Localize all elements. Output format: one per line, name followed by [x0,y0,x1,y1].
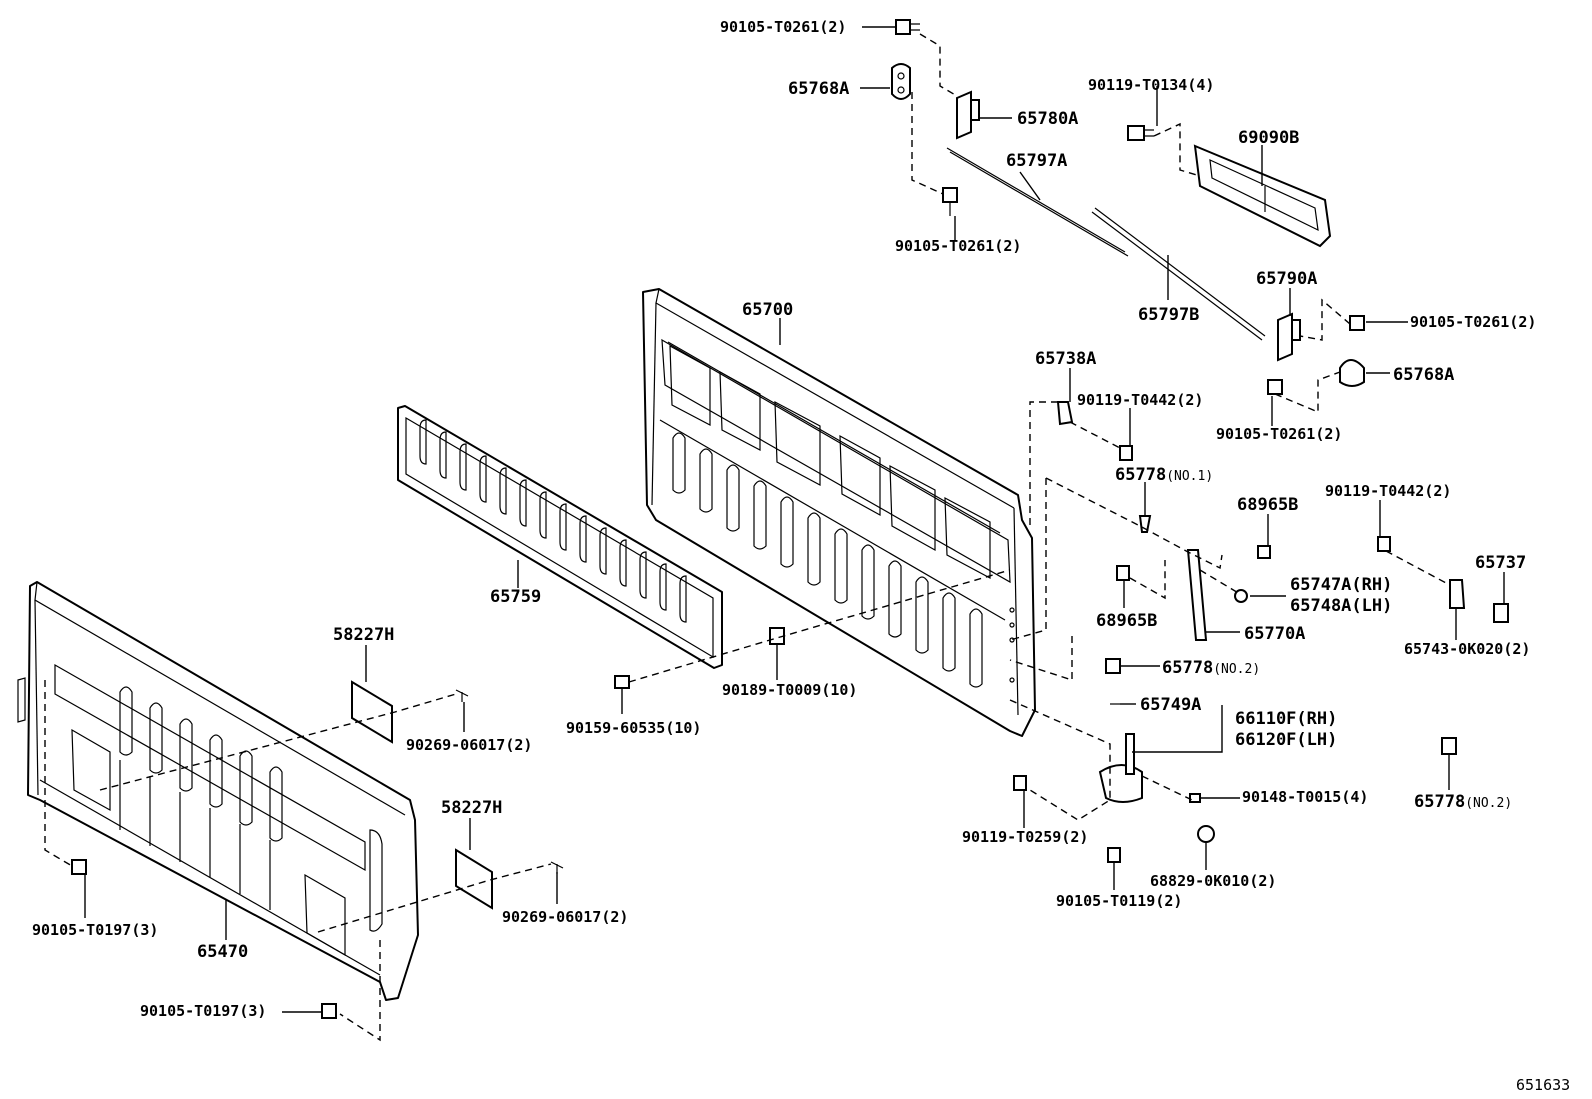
label-90119-T0134: 90119-T0134(4) [1088,76,1214,94]
label-65768A-lower: 65768A [1393,365,1454,385]
tailgate-lower-panel-65470 [17,581,419,1001]
bolt-top-90105-T0261 [895,19,920,35]
plate-58227H-upper [351,680,393,744]
screw-90159-60535 [614,675,630,689]
handle-69090B [1193,144,1332,248]
label-65778-no2-a: 65778(NO.2) [1162,658,1260,678]
label-65747A: 65747A(RH) [1290,575,1392,595]
label-68965B-a: 68965B [1237,495,1298,515]
diagram-id: 651633 [1516,1076,1570,1094]
label-90189-T0009: 90189-T0009(10) [722,681,857,699]
bolt-90119-T0442-a [1119,445,1133,461]
bracket-65737 [1493,603,1509,623]
clip-90269-06017-a [455,689,469,702]
striker-plate-65768A-lower [1339,359,1365,387]
label-90119-T0442-b: 90119-T0442(2) [1325,482,1451,500]
part-labels: 90105-T0261(2) 65768A 65780A 90119-T0134… [32,18,1570,1094]
label-58227H-lower: 58227H [441,798,502,818]
label-65778-no2-b: 65778(NO.2) [1414,792,1512,812]
label-90269-06017-a: 90269-06017(2) [406,736,532,754]
label-65790A: 65790A [1256,269,1317,289]
label-90105-T0261-mid: 90105-T0261(2) [895,237,1021,255]
plate-58227H-lower [455,848,493,910]
stopper-65778-no2-b [1441,737,1457,755]
label-90105-T0197-a: 90105-T0197(3) [32,921,158,939]
rod-65797B [1091,207,1266,341]
label-65738A: 65738A [1035,349,1096,369]
washer-65747A [1234,589,1248,603]
bolt-90105-T0261-mid [942,187,958,216]
label-65748A: 65748A(LH) [1290,596,1392,616]
label-65797B: 65797B [1138,305,1199,325]
label-65700: 65700 [742,300,793,320]
label-65749A: 65749A [1140,695,1201,715]
stopper-65778-no1 [1138,515,1152,533]
bolt-90105-T0261-lower [1267,379,1283,395]
clip-65743-0K020 [1449,579,1466,609]
label-68829-0K010: 68829-0K010(2) [1150,872,1276,890]
tailgate-inner-panel-65759 [397,405,723,669]
label-90159-60535: 90159-60535(10) [566,719,701,737]
assembly-dashed-lines [44,33,1449,1042]
bolt-90105-T0119 [1107,847,1121,863]
bolt-90119-T0259 [1013,775,1027,791]
label-69090B: 69090B [1238,128,1299,148]
nut-90189-T0009 [769,627,785,645]
hinge-65790A [1277,312,1301,362]
bolt-90119-T0134 [1127,125,1154,141]
tailgate-outer-panel-65700 [642,288,1036,737]
bushing-68829-0K010 [1197,825,1215,843]
label-66120F: 66120F(LH) [1235,730,1337,750]
rod-65797A [946,147,1129,257]
bolt-90119-T0442-b [1377,536,1391,552]
bolt-68965B-a [1257,545,1271,559]
label-90119-T0442-a: 90119-T0442(2) [1077,391,1203,409]
label-90105-T0261-top: 90105-T0261(2) [720,18,846,36]
label-58227H-upper: 58227H [333,625,394,645]
label-65737: 65737 [1475,553,1526,573]
label-65780A: 65780A [1017,109,1078,129]
label-68965B-b: 68965B [1096,611,1157,631]
striker-plate-65768A-upper [891,63,911,100]
leader-lines [84,26,1505,1013]
bolt-90105-T0261-right [1349,315,1365,331]
label-90105-T0261-lower: 90105-T0261(2) [1216,425,1342,443]
label-66110F: 66110F(RH) [1235,709,1337,729]
label-65759: 65759 [490,587,541,607]
label-90148-T0015: 90148-T0015(4) [1242,788,1368,806]
label-65778-no1: 65778(NO.1) [1115,465,1213,485]
label-65797A: 65797A [1006,151,1067,171]
label-90269-06017-b: 90269-06017(2) [502,908,628,926]
label-65768A-upper: 65768A [788,79,849,99]
label-90105-T0261-right: 90105-T0261(2) [1410,313,1536,331]
label-65743-0K020: 65743-0K020(2) [1404,640,1530,658]
bolt-90105-T0197-a [71,859,87,875]
label-65470: 65470 [197,942,248,962]
label-90105-T0197-b: 90105-T0197(3) [140,1002,266,1020]
bracket-65738A [1056,401,1074,426]
label-90105-T0119: 90105-T0119(2) [1056,892,1182,910]
label-65770A: 65770A [1244,624,1305,644]
hinge-65780A [956,90,980,140]
cable-65770A [1186,549,1208,641]
bolt-90105-T0197-b [321,1003,337,1019]
hinge-bracket-66110F [1098,733,1143,803]
label-90119-T0259: 90119-T0259(2) [962,828,1088,846]
stopper-65778-no2-a [1105,658,1121,674]
bolt-68965B-b [1116,565,1130,581]
bolt-90148-T0015 [1189,793,1201,803]
